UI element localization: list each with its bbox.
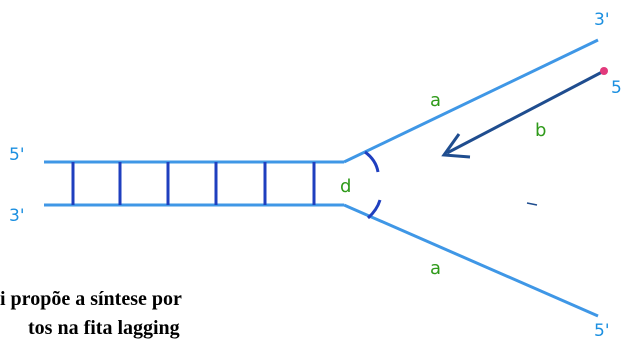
upper-strand-label: a [430, 90, 441, 111]
primer-end-dot [600, 67, 608, 75]
caption-line-2: tos na fita lagging [28, 317, 180, 339]
lower-fork-strand [343, 203, 599, 318]
stray-mark [526, 202, 538, 206]
upper-right-end-label: 3' [594, 10, 610, 30]
helicase-mark-upper [364, 150, 380, 173]
lower-right-end-label: 5' [594, 321, 610, 341]
primer-label: b [535, 120, 546, 141]
upper-fork-strand [343, 38, 599, 164]
left-bottom-end-label: 3' [9, 206, 25, 226]
caption-line-1: i propõe a síntese por [0, 288, 182, 310]
lower-strand-label: a [430, 258, 441, 279]
fork-label: d [340, 176, 351, 197]
primer-arrow-head [441, 133, 471, 159]
left-top-end-label: 5' [9, 145, 25, 165]
primer-arrow-shaft [446, 69, 605, 155]
base-pair-rungs [71, 162, 316, 205]
upper-right-dot-end-label: 5 [611, 78, 622, 98]
helicase-mark-lower [366, 199, 382, 220]
